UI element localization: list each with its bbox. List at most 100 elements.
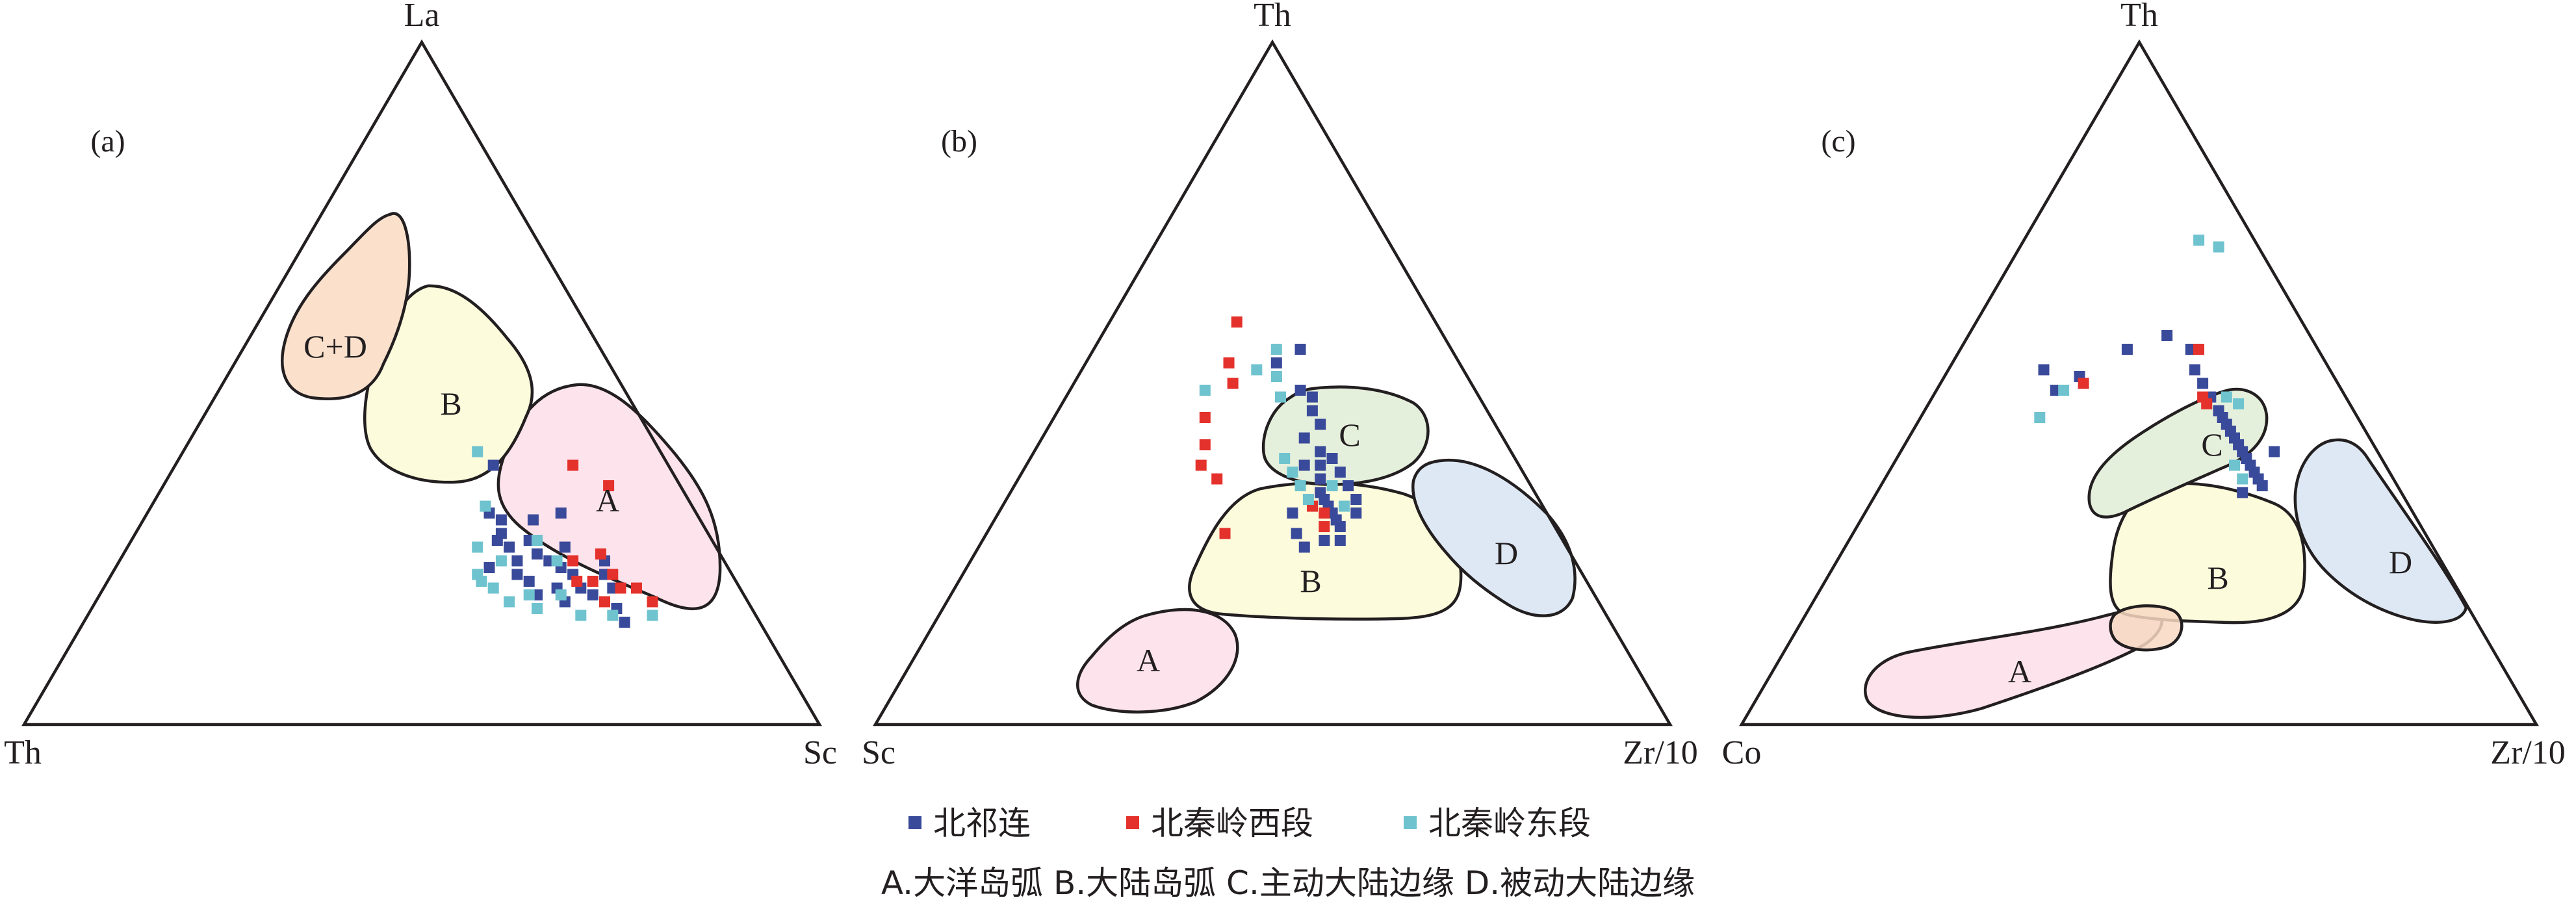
panel-c-point-beiqinling-east	[2233, 398, 2245, 409]
panel-a-point-beiqinling-west	[571, 576, 583, 587]
panel-b-point-beiqilian	[1343, 480, 1354, 491]
panel-b-point-beiqilian	[1350, 508, 1362, 519]
panel-c-point-beiqinling-east	[2221, 391, 2232, 403]
legend-label-beiqinling-west: 北秦岭西段	[1151, 804, 1313, 842]
panel-c-point-beiqilian	[2269, 446, 2280, 457]
panel-a-point-beiqinling-east	[472, 446, 483, 457]
panel-a-points	[472, 446, 658, 628]
legend: 北祁连 北秦岭西段 北秦岭东段 A.大洋岛弧 B.大陆岛弧 C.主动大陆边缘 D…	[881, 804, 1695, 902]
panel-b-point-beiqinling-east	[1270, 371, 1282, 382]
panel-a-field-label-a: A	[596, 482, 619, 519]
legend-marker-beiqinling-west	[1126, 816, 1139, 829]
panel-b-point-beiqilian	[1298, 432, 1310, 444]
panel-c-vertex-right: Zr/10	[2490, 734, 2566, 771]
panel-b-point-beiqinling-east	[1302, 494, 1314, 505]
panel-b-vertex-right: Zr/10	[1623, 734, 1698, 771]
panel-b-point-beiqilian	[1306, 391, 1318, 403]
panel-b-point-beiqilian	[1291, 528, 1302, 539]
panel-b-point-beiqilian	[1294, 385, 1306, 396]
panel-a-point-beiqilian	[504, 541, 515, 553]
panel-a-point-beiqinling-west	[567, 459, 579, 471]
panel-a-point-beiqinling-west	[607, 569, 619, 580]
panel-c-field-b	[2109, 482, 2306, 624]
panel-a-fields	[281, 212, 722, 611]
panel-c-field-label-c: C	[2201, 426, 2222, 463]
panel-c-point-beiqilian	[2189, 364, 2200, 376]
panel-c-th-co-zr: (c) Th Co Zr/10 C B D A	[1722, 0, 2566, 771]
panel-a-la-th-sc: (a) La Th Sc C+D B A	[4, 0, 837, 771]
panel-b-point-beiqinling-west	[1227, 378, 1239, 389]
panel-a-vertex-right: Sc	[803, 734, 837, 771]
panel-a-point-beiqilian	[487, 459, 499, 471]
panel-b-field-label-b: B	[1300, 563, 1321, 599]
panel-a-vertex-left: Th	[4, 734, 42, 771]
panel-b-vertex-top: Th	[1254, 0, 1291, 34]
panel-a-triangle	[21, 39, 822, 727]
panel-b-label: (b)	[941, 124, 977, 159]
panel-a-vertex-top: La	[404, 0, 440, 34]
panel-a-point-beiqinling-west	[631, 582, 642, 594]
panel-b-point-beiqinling-east	[1275, 391, 1286, 403]
panel-c-field-a	[1864, 608, 2163, 719]
panel-b-point-beiqilian	[1350, 494, 1362, 505]
panel-b-point-beiqilian	[1287, 508, 1298, 519]
panel-b-point-beiqilian	[1334, 467, 1346, 478]
legend-item-beiqinling-east: 北秦岭东段	[1404, 804, 1591, 842]
panel-c-points	[2034, 235, 2280, 498]
panel-c-point-beiqinling-west	[2197, 391, 2209, 403]
panel-b-point-beiqilian	[1298, 541, 1310, 553]
panel-c-point-beiqilian	[2197, 378, 2209, 389]
panel-b-point-beiqinling-west	[1231, 316, 1243, 328]
panel-a-field-label-cd: C+D	[303, 328, 367, 365]
panel-a-point-beiqilian	[511, 569, 523, 580]
panel-a-point-beiqinling-east	[480, 500, 491, 512]
panel-a-point-beiqilian	[483, 562, 495, 573]
panel-c-label: (c)	[1821, 124, 1855, 159]
panel-a-point-beiqinling-east	[504, 596, 515, 608]
panel-a-point-beiqilian	[523, 576, 535, 587]
panel-b-vertex-left: Sc	[862, 734, 895, 771]
panel-a-point-beiqinling-west	[587, 576, 599, 587]
panel-c-point-beiqinling-west	[2193, 344, 2204, 355]
panel-b-point-beiqilian	[1294, 344, 1306, 355]
panel-b-th-sc-zr: (b) Th Sc Zr/10 C B D A	[862, 0, 1698, 771]
panel-b-field-b	[1188, 481, 1463, 621]
panel-b-field-a	[1076, 608, 1239, 714]
panel-a-point-beiqilian	[532, 548, 543, 559]
panel-c-vertex-left: Co	[1722, 734, 1762, 771]
panel-c-triangle	[1739, 39, 2539, 727]
panel-b-point-beiqilian	[1315, 446, 1326, 457]
legend-field-key: A.大洋岛弧 B.大陆岛弧 C.主动大陆边缘 D.被动大陆边缘	[881, 864, 1695, 902]
panel-a-point-beiqinling-east	[532, 603, 543, 614]
panel-b-point-beiqinling-east	[1326, 480, 1338, 491]
panel-a-point-beiqilian	[491, 535, 503, 546]
panel-c-vertex-top: Th	[2120, 0, 2158, 34]
panel-a-point-beiqilian	[495, 514, 507, 526]
panel-a-point-beiqilian	[559, 541, 571, 553]
panel-c-point-beiqinling-east	[2213, 241, 2224, 253]
panel-c-field-label-b: B	[2207, 559, 2228, 596]
panel-c-field-d	[2293, 438, 2468, 624]
panel-a-point-beiqilian	[511, 555, 523, 567]
panel-a-point-beiqinling-east	[532, 535, 543, 546]
panel-b-field-d	[1411, 458, 1577, 617]
panel-a-point-beiqinling-west	[595, 548, 606, 559]
panel-a-field-cd	[281, 212, 411, 400]
panel-c-field-label-a: A	[2008, 653, 2031, 689]
legend-item-beiqinling-west: 北秦岭西段	[1126, 804, 1313, 842]
panel-b-point-beiqinling-west	[1219, 528, 1231, 539]
panel-a-point-beiqinling-east	[487, 582, 499, 594]
panel-b-point-beiqinling-west	[1199, 439, 1211, 450]
panel-b-point-beiqilian	[1315, 418, 1326, 430]
panel-c-point-beiqilian	[2038, 364, 2050, 376]
panel-a-point-beiqinling-west	[647, 596, 658, 608]
panel-b-point-beiqilian	[1315, 487, 1326, 498]
legend-label-beiqilian: 北祁连	[933, 804, 1031, 842]
panel-a-point-beiqinling-east	[555, 589, 567, 600]
panel-b-point-beiqinling-east	[1279, 453, 1291, 464]
panel-a-label: (a)	[90, 124, 125, 159]
panel-b-point-beiqilian	[1326, 453, 1338, 464]
legend-marker-beiqinling-east	[1404, 816, 1417, 829]
panel-b-point-beiqilian	[1319, 535, 1330, 546]
panel-c-point-beiqinling-east	[2193, 235, 2205, 246]
